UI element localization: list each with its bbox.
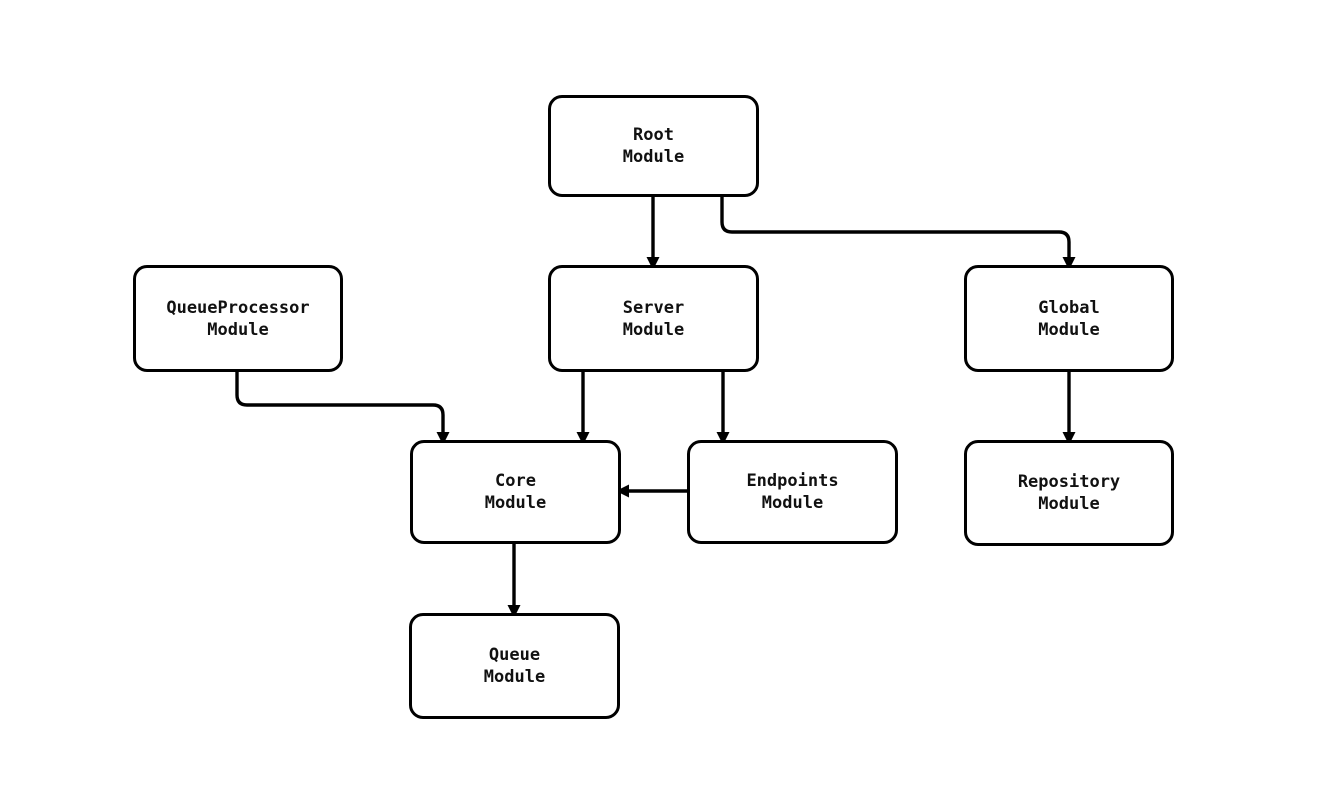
node-queue-label: Queue Module (483, 645, 546, 687)
node-global[interactable]: Global Module (964, 265, 1174, 372)
node-endpoints[interactable]: Endpoints Module (687, 440, 898, 544)
node-queue[interactable]: Queue Module (409, 613, 620, 719)
node-core-label: Core Module (484, 471, 547, 513)
node-server[interactable]: Server Module (548, 265, 759, 372)
node-server-label: Server Module (622, 297, 685, 340)
edge-queueprocessor-to-core (235, 372, 450, 445)
node-endpoints-label: Endpoints Module (746, 471, 839, 513)
node-core[interactable]: Core Module (410, 440, 621, 544)
node-root[interactable]: Root Module (548, 95, 759, 197)
node-queueprocessor-label: QueueProcessor Module (166, 297, 310, 340)
node-global-label: Global Module (1038, 297, 1100, 340)
node-repository-label: Repository Module (1017, 472, 1121, 514)
edge-root-to-global (720, 197, 1076, 270)
node-root-label: Root Module (622, 125, 685, 167)
node-queueprocessor[interactable]: QueueProcessor Module (133, 265, 343, 372)
node-repository[interactable]: Repository Module (964, 440, 1174, 546)
